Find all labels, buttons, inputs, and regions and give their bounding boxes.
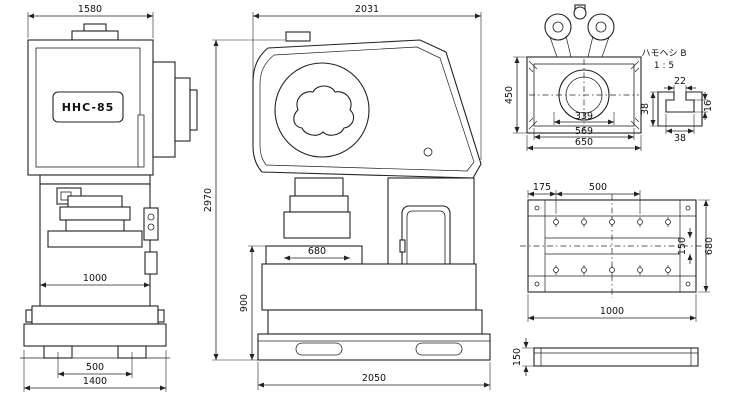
ram [67,195,123,208]
front-base [31,305,159,325]
dim-side-bed-height: 900 [239,294,250,312]
dim-tslot-side: 38 [640,103,651,115]
dim-section-height: 450 [504,86,515,104]
base-slot-right [415,342,463,356]
dim-plan-depth: 680 [704,237,715,255]
tslot-dimensions: 22 38 16 38 [640,76,714,144]
dim-front-base-width: 1400 [83,376,107,387]
side-bed [261,263,477,311]
base-plate-view [533,347,699,367]
side-view [252,31,491,361]
die-set [65,219,125,232]
dim-plate-height: 150 [512,348,523,366]
dim-front-top-width: 1580 [78,4,102,15]
flywheel-housing [152,61,176,158]
tslot-profile [657,91,703,127]
dim-side-bolster-width: 680 [308,246,326,257]
side-slide [283,211,351,239]
section-detail-view [526,4,642,134]
dim-tslot-depth: 16 [703,100,714,112]
section-scale: 1 : 5 [654,61,674,71]
dim-section-inner-width: 339 [575,111,593,122]
dim-tslot-bottom: 38 [674,133,686,144]
dim-section-outer-width: 650 [575,137,593,148]
dim-plan-width: 1000 [600,306,624,317]
front-view-dimensions: 1580 1000 500 1400 HHC-85 [23,4,167,392]
tslot-section [657,91,703,127]
dim-side-base-width: 2050 [362,373,386,384]
dim-section-mid-width: 569 [575,126,593,137]
door-handle [399,239,406,253]
dim-plan-edge-offset: 175 [533,182,551,193]
machine-model-label: HHC-85 [62,101,115,114]
side-view-dimensions: 2031 2970 680 900 2050 [203,4,491,390]
plan-view [520,194,704,298]
crank-cover [293,85,355,136]
plan-view-dimensions: 175 500 150 680 1000 [527,182,715,322]
dim-side-top-width: 2031 [355,4,379,15]
front-bolster [47,230,143,248]
base-slot-left [295,342,343,356]
dim-side-total-height: 2970 [203,188,214,212]
base-plate-dimensions: 150 [512,338,534,376]
dim-front-foot-span: 500 [86,362,104,373]
base-plate [533,347,699,367]
section-title: ハモヘシ B [641,49,686,59]
dim-front-frame-width: 1000 [83,273,107,284]
dim-plan-slot-band: 150 [677,237,688,255]
nameplate [52,91,124,123]
crank-housing [274,62,370,158]
front-view [20,23,198,359]
front-top-cap [83,23,107,32]
dim-tslot-top: 22 [674,76,686,87]
hatching [528,60,640,130]
section-detail-dimensions: ハモヘシ B 1 : 5 450 339 569 650 [504,49,687,151]
bolt-holes [534,205,691,287]
side-head [252,39,482,179]
dim-plan-bolt-pitch: 500 [589,182,607,193]
